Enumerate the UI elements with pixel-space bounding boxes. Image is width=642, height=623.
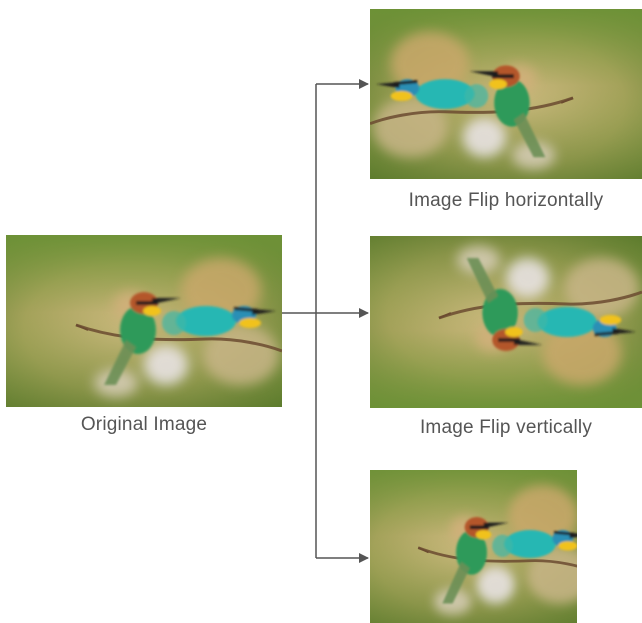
connector-group — [282, 84, 368, 558]
resized-image — [370, 470, 577, 623]
flip-vertical-caption: Image Flip vertically — [370, 417, 642, 439]
flip-vertical-image — [370, 236, 642, 408]
flip-horizontal-caption: Image Flip horizontally — [370, 190, 642, 212]
original-image — [6, 235, 282, 407]
flip-horizontal-image — [370, 9, 642, 179]
original-image-caption: Original Image — [6, 414, 282, 436]
